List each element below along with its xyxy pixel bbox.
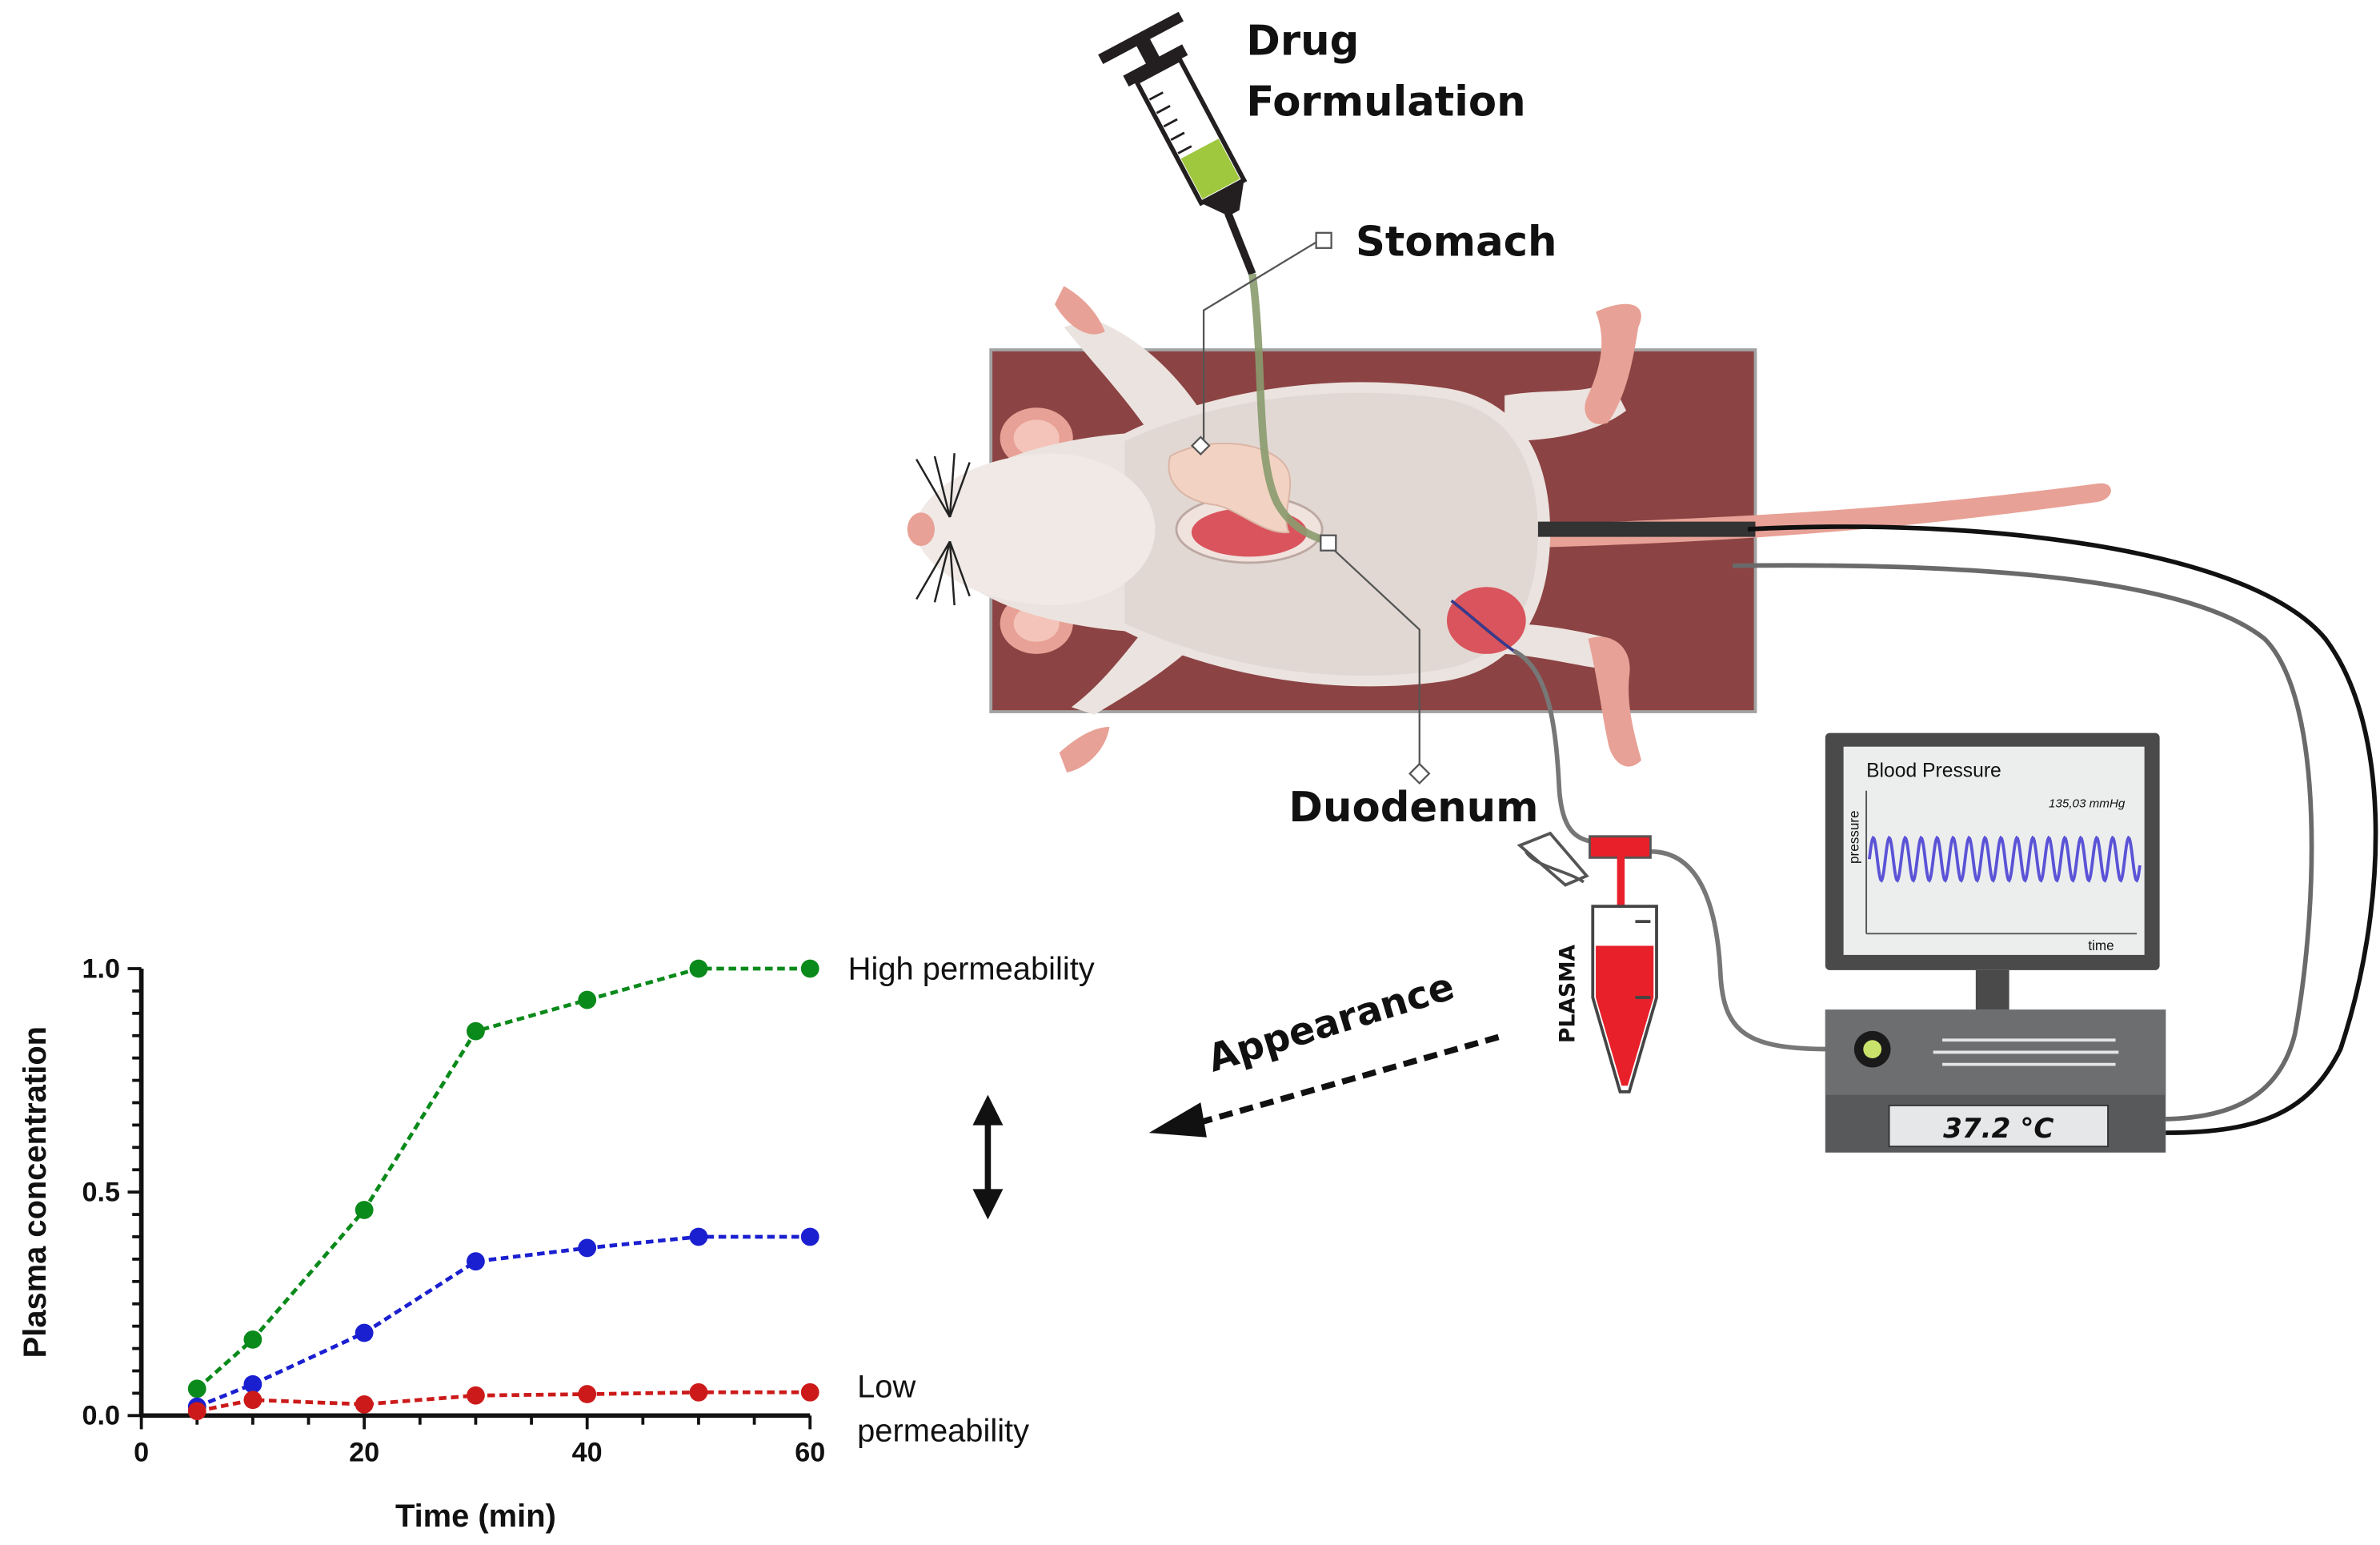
low-permeability-label-1: Low	[857, 1370, 916, 1405]
data-point	[689, 1382, 708, 1402]
appearance-arrow	[1200, 1033, 1500, 1126]
monitor-title: Blood Pressure	[1866, 760, 2001, 782]
chart-axes	[127, 967, 812, 1430]
monitor-x-label: time	[2088, 938, 2114, 953]
stomach-callout-line	[1202, 239, 1320, 444]
x-axis-title: Time (min)	[395, 1499, 556, 1534]
series-line-1	[196, 1234, 811, 1409]
x-tick-label: 40	[572, 1437, 603, 1467]
series-line-0	[195, 966, 811, 1390]
duodenum-marker-2	[1408, 762, 1431, 785]
stomach-label: Stomach	[1356, 218, 1557, 266]
data-point	[800, 1227, 819, 1246]
double-arrow-icon	[972, 1094, 1004, 1220]
appearance-label: Appearance	[1203, 965, 1460, 1082]
high-permeability-label: High permeability	[848, 951, 1095, 986]
data-point	[467, 1252, 485, 1271]
plasma-tube	[1517, 831, 1658, 1094]
duodenum-marker	[1320, 534, 1337, 552]
y-tick-label: 0.5	[82, 1178, 121, 1208]
pressure-waveform	[1868, 835, 2142, 883]
data-point	[355, 1395, 374, 1414]
data-point	[578, 1238, 597, 1258]
data-point	[578, 1385, 597, 1403]
stomach-marker	[1315, 231, 1332, 249]
series-line-2	[196, 1390, 811, 1414]
data-point	[800, 959, 819, 978]
chart-tick-labels: 0 20 40 60 0.0 0.5 1.0	[82, 953, 826, 1467]
gavage-tube	[1224, 211, 1256, 275]
gavage-tube-inside	[1248, 273, 1330, 545]
data-point	[355, 1323, 374, 1342]
catheter-line	[1513, 648, 1597, 845]
x-tick-label: 60	[795, 1437, 825, 1467]
temperature-device	[1825, 1009, 2166, 1153]
drug-formulation-label-2: Formulation	[1246, 78, 1525, 126]
drug-formulation-label-1: Drug	[1246, 18, 1359, 66]
data-point	[467, 1021, 485, 1041]
data-point	[355, 1201, 374, 1219]
appearance-arrowhead	[1148, 1102, 1207, 1138]
y-tick-label: 0.0	[82, 1401, 121, 1431]
low-permeability-label-2: permeability	[857, 1414, 1029, 1449]
y-axis-title: Plasma concentration	[18, 1026, 53, 1358]
duodenum-label: Duodenum	[1288, 784, 1538, 832]
y-tick-label: 1.0	[82, 953, 121, 984]
plasma-concentration-chart: 0 20 40 60 0.0 0.5 1.0	[82, 953, 826, 1467]
stomach-marker-2	[1190, 435, 1211, 456]
blood-pressure-monitor	[1825, 732, 2160, 1010]
plasma-label: PLASMA	[1555, 944, 1580, 1043]
duodenum-callout-line	[1330, 547, 1420, 770]
data-point	[578, 990, 597, 1009]
data-point	[243, 1390, 262, 1410]
temperature-cable	[1747, 524, 2378, 1135]
data-point	[689, 1227, 708, 1246]
data-point	[800, 1382, 819, 1402]
data-point	[243, 1330, 262, 1349]
data-point	[243, 1374, 262, 1394]
blood-pressure-line	[1650, 849, 1832, 1052]
data-point	[187, 1379, 206, 1399]
temperature-display: 37.2 °C	[1943, 1113, 2053, 1145]
x-tick-label: 0	[134, 1437, 149, 1467]
pressure-cable	[1732, 563, 2314, 1122]
x-tick-label: 20	[349, 1437, 379, 1467]
chart-series	[187, 959, 819, 1421]
monitor-readout: 135,03 mmHg	[2049, 797, 2126, 811]
data-point	[689, 959, 708, 978]
data-point	[467, 1386, 485, 1405]
monitor-y-label: pressure	[1847, 810, 1862, 863]
syringe-icon	[1098, 11, 1248, 216]
data-point	[187, 1402, 206, 1421]
